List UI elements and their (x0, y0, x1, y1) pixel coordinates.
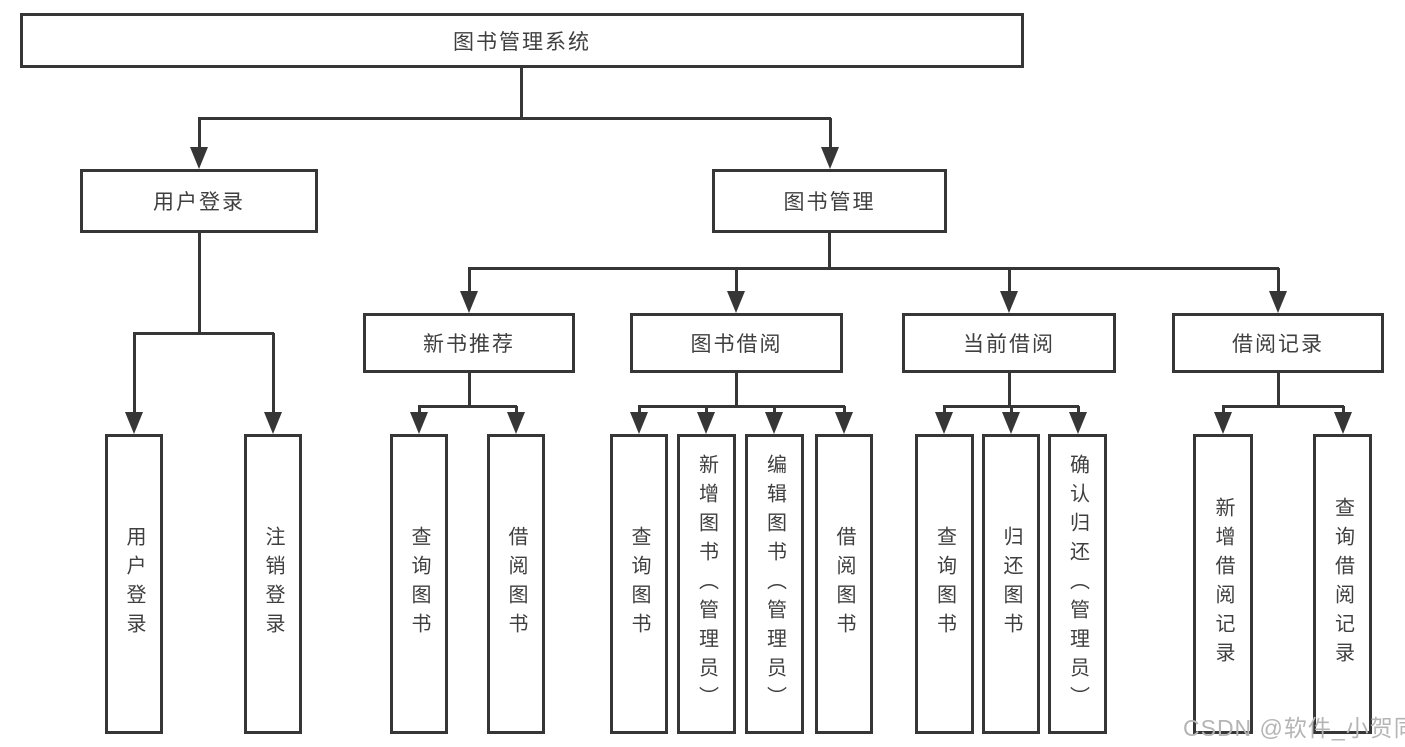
connector-line (1008, 373, 1011, 407)
arrow-down-icon (1334, 412, 1352, 434)
leaf-logout: 注销登录 (244, 434, 302, 734)
leaf-recommend-query-books: 查询图书 (390, 434, 448, 734)
node-book-borrowing: 图书借阅 (630, 313, 843, 373)
arrow-down-icon (1214, 412, 1232, 434)
leaf-recommend-borrow-books: 借阅图书 (487, 434, 545, 734)
leaf-records-query-record-label: 查询借阅记录 (1331, 497, 1354, 671)
connector-line (468, 267, 1279, 270)
node-current-borrowing-label: 当前借阅 (963, 333, 1055, 356)
connector-line (828, 233, 831, 269)
node-new-book-recommend: 新书推荐 (363, 313, 575, 373)
leaf-borrowing-edit-books-admin-label: 编辑图书（管理员） (763, 453, 786, 715)
arrow-down-icon (125, 412, 143, 434)
node-book-management: 图书管理 (712, 169, 947, 233)
leaf-records-add-record: 新增借阅记录 (1193, 434, 1253, 734)
node-user-login: 用户登录 (80, 169, 318, 233)
arrow-down-icon (630, 412, 648, 434)
leaf-current-confirm-return-admin-label: 确认归还（管理员） (1066, 453, 1089, 715)
arrow-down-icon (765, 412, 783, 434)
arrow-down-icon (935, 412, 953, 434)
leaf-current-return-books-label: 归还图书 (1000, 526, 1022, 642)
connector-line (1008, 268, 1011, 297)
arrow-down-icon (1069, 412, 1087, 434)
connector-line (133, 332, 274, 335)
node-borrowing-records-label: 借阅记录 (1232, 333, 1324, 356)
arrow-down-icon (460, 291, 478, 313)
leaf-borrowing-edit-books-admin: 编辑图书（管理员） (745, 434, 804, 734)
node-root-label: 图书管理系统 (453, 30, 591, 54)
node-book-management-label: 图书管理 (783, 191, 876, 214)
arrow-down-icon (1000, 291, 1018, 313)
connector-line (1222, 405, 1344, 408)
node-user-login-label: 用户登录 (153, 191, 245, 214)
node-root: 图书管理系统 (20, 13, 1024, 68)
leaf-user-login-label: 用户登录 (123, 526, 145, 642)
connector-line (198, 117, 831, 120)
connector-line (520, 68, 523, 119)
arrow-down-icon (697, 412, 715, 434)
connector-line (735, 268, 738, 297)
connector-line (638, 405, 845, 408)
leaf-current-return-books: 归还图书 (982, 434, 1040, 734)
connector-line (468, 373, 471, 407)
leaf-recommend-query-books-label: 查询图书 (408, 526, 430, 642)
arrow-down-icon (507, 412, 525, 434)
connector-line (418, 405, 517, 408)
leaf-logout-label: 注销登录 (262, 526, 284, 642)
leaf-current-confirm-return-admin: 确认归还（管理员） (1048, 434, 1107, 734)
connector-line (198, 118, 201, 153)
node-borrowing-records: 借阅记录 (1172, 313, 1384, 373)
connector-line (829, 118, 832, 153)
connector-line (133, 333, 136, 418)
arrow-down-icon (835, 412, 853, 434)
arrow-down-icon (821, 147, 839, 169)
leaf-current-query-books: 查询图书 (915, 434, 974, 734)
leaf-borrowing-borrow-books-label: 借阅图书 (833, 526, 855, 642)
leaf-borrowing-add-books-admin: 新增图书（管理员） (677, 434, 736, 734)
leaf-user-login: 用户登录 (105, 434, 163, 734)
arrow-down-icon (190, 147, 208, 169)
leaf-current-query-books-label: 查询图书 (933, 526, 956, 642)
connector-line (272, 333, 275, 418)
node-current-borrowing: 当前借阅 (902, 313, 1116, 373)
connector-line (198, 233, 201, 334)
node-book-borrowing-label: 图书借阅 (690, 333, 783, 356)
connector-line (1277, 268, 1280, 297)
connector-line (468, 268, 471, 297)
watermark: CSDN @软件_小贺同学 (1183, 715, 1405, 741)
connector-line (735, 373, 738, 407)
leaf-borrowing-query-books: 查询图书 (610, 434, 668, 734)
leaf-records-add-record-label: 新增借阅记录 (1212, 497, 1234, 671)
node-new-book-recommend-label: 新书推荐 (423, 333, 515, 356)
arrow-down-icon (727, 291, 745, 313)
leaf-borrowing-query-books-label: 查询图书 (628, 526, 650, 642)
leaf-borrowing-borrow-books: 借阅图书 (815, 434, 873, 734)
arrow-down-icon (1002, 412, 1020, 434)
arrow-down-icon (410, 412, 428, 434)
leaf-recommend-borrow-books-label: 借阅图书 (505, 526, 527, 642)
arrow-down-icon (264, 412, 282, 434)
connector-line (1277, 373, 1280, 407)
arrow-down-icon (1269, 291, 1287, 313)
leaf-borrowing-add-books-admin-label: 新增图书（管理员） (695, 453, 718, 715)
leaf-records-query-record: 查询借阅记录 (1313, 434, 1372, 734)
